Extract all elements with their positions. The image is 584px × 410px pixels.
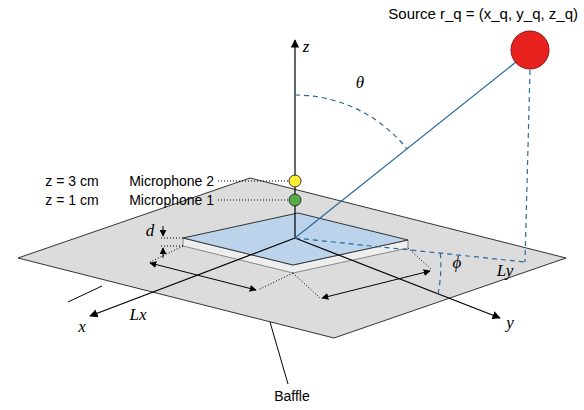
projection-lines bbox=[295, 70, 530, 294]
height-label: z = 1 cm bbox=[45, 193, 98, 207]
y-axis bbox=[295, 238, 500, 318]
source-circle: Source r_q = (x_q, y_q, z_q) bbox=[510, 30, 550, 70]
z-axis bbox=[294, 40, 295, 238]
baffle-label: Baffle bbox=[274, 389, 310, 403]
axis-label: z bbox=[303, 38, 310, 55]
x-axis bbox=[90, 238, 295, 316]
dimension-arrows bbox=[68, 226, 432, 302]
microphone-label: Microphone 2 bbox=[129, 174, 214, 188]
dimension-label: Lx bbox=[130, 306, 147, 323]
extension-lines bbox=[150, 238, 432, 298]
circle-outline bbox=[510, 30, 550, 70]
baffle-plane bbox=[18, 178, 566, 338]
source-label: Source r_q = (x_q, y_q, z_q) bbox=[388, 5, 578, 22]
height-label: z = 3 cm bbox=[45, 174, 98, 188]
lx-dimension bbox=[150, 263, 256, 290]
microphone-label: Microphone 1 bbox=[129, 193, 214, 207]
thickness-label: d bbox=[146, 222, 155, 239]
dimension-label: Ly bbox=[497, 262, 514, 279]
mic-leaders bbox=[218, 181, 288, 200]
baffle-leader bbox=[270, 322, 288, 384]
angle-label: θ bbox=[356, 74, 364, 91]
microphone-1 bbox=[289, 194, 301, 206]
axis-label: x bbox=[78, 318, 86, 335]
angle-label: ϕ bbox=[453, 254, 462, 271]
axis-label: y bbox=[506, 314, 514, 331]
source-line bbox=[295, 62, 516, 238]
lx-extension bbox=[68, 286, 102, 302]
microphone-2 bbox=[289, 175, 301, 187]
